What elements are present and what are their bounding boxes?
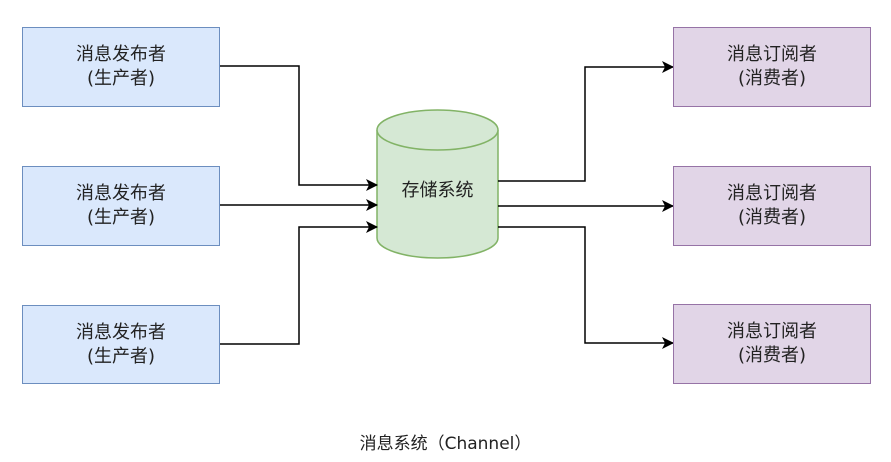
publisher-node-1[interactable]: 消息发布者 (生产者) bbox=[22, 27, 220, 107]
diagram-caption: 消息系统（Channel） bbox=[359, 434, 532, 454]
subscriber-subtitle: (消费者) bbox=[737, 68, 807, 89]
subscriber-subtitle: (消费者) bbox=[737, 207, 807, 228]
subscriber-node-2[interactable]: 消息订阅者 (消费者) bbox=[673, 166, 871, 246]
publisher-node-2[interactable]: 消息发布者 (生产者) bbox=[22, 166, 220, 246]
storage-label: 存储系统 bbox=[401, 180, 474, 201]
publisher-subtitle: (生产者) bbox=[86, 345, 156, 367]
subscriber-title: 消息订阅者 bbox=[727, 321, 817, 342]
subscriber-title: 消息订阅者 bbox=[727, 44, 817, 65]
edge-storage-to-subscriber-3 bbox=[498, 226, 674, 349]
publisher-title: 消息发布者 bbox=[76, 183, 166, 204]
subscriber-node-1[interactable]: 消息订阅者 (消费者) bbox=[673, 27, 871, 107]
subscriber-title: 消息订阅者 bbox=[727, 183, 817, 204]
publisher-subtitle: (生产者) bbox=[86, 207, 156, 228]
publisher-title: 消息发布者 bbox=[76, 44, 166, 65]
subscriber-node-3[interactable]: 消息订阅者 (消费者) bbox=[673, 304, 871, 384]
storage-cylinder[interactable] bbox=[376, 109, 499, 259]
publisher-subtitle: (生产者) bbox=[86, 68, 156, 89]
subscriber-subtitle: (消费者) bbox=[737, 345, 807, 366]
edge-storage-to-subscriber-1 bbox=[498, 61, 674, 182]
publisher-title: 消息发布者 bbox=[76, 321, 166, 343]
edge-publisher-1-to-storage bbox=[220, 65, 378, 191]
edge-publisher-3-to-storage bbox=[220, 221, 378, 345]
publisher-node-3[interactable]: 消息发布者 (生产者) bbox=[22, 305, 220, 384]
